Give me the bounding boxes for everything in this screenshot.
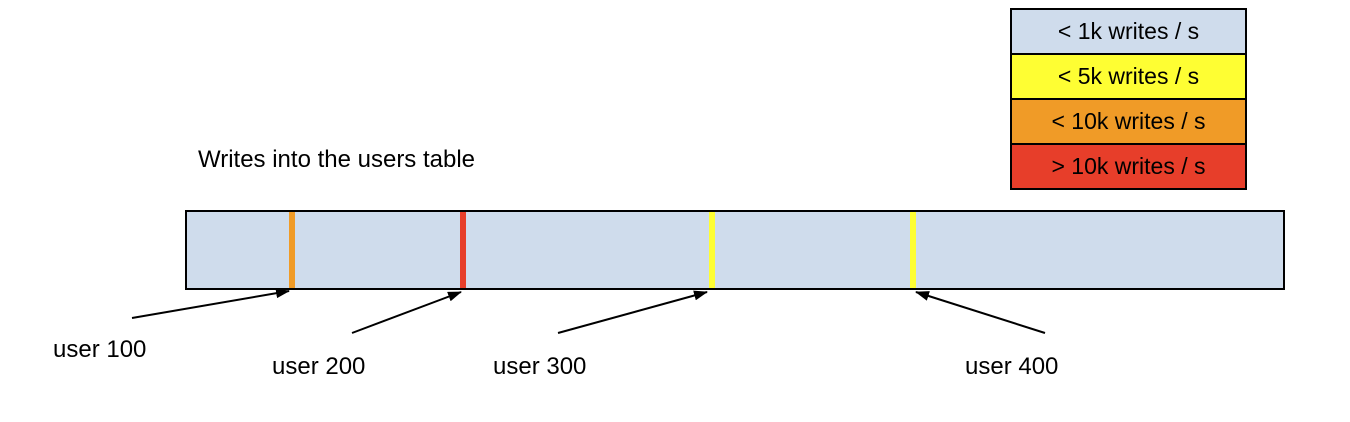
write-hotspot-tick-user-300 (708, 212, 715, 288)
user-label-user-300: user 300 (493, 353, 587, 380)
legend-item-label: < 1k writes / s (1057, 18, 1200, 44)
write-hotspot-tick-user-100 (288, 212, 295, 288)
legend-item-label: > 10k writes / s (1051, 153, 1206, 179)
annotation-arrow-user-100 (131, 288, 290, 319)
legend-item-2: < 10k writes / s (1010, 98, 1247, 145)
legend-item-label: < 10k writes / s (1051, 108, 1206, 134)
user-label-user-400: user 400 (965, 353, 1059, 380)
write-hotspot-tick-user-400 (909, 212, 916, 288)
annotation-arrow-user-400 (915, 291, 1046, 334)
legend-item-label: < 5k writes / s (1057, 63, 1200, 89)
legend-item-3: > 10k writes / s (1010, 143, 1247, 190)
write-hotspot-tick-user-200 (459, 212, 466, 288)
diagram-title: Writes into the users table (198, 146, 476, 173)
users-table-bar (185, 210, 1285, 290)
user-label-user-200: user 200 (272, 353, 366, 380)
annotation-arrow-user-200 (351, 291, 462, 334)
user-label-user-100: user 100 (53, 336, 147, 363)
legend-item-1: < 5k writes / s (1010, 53, 1247, 100)
legend: < 1k writes / s < 5k writes / s < 10k writ… (1010, 8, 1247, 190)
annotation-arrow-user-300 (557, 290, 708, 334)
legend-item-0: < 1k writes / s (1010, 8, 1247, 55)
